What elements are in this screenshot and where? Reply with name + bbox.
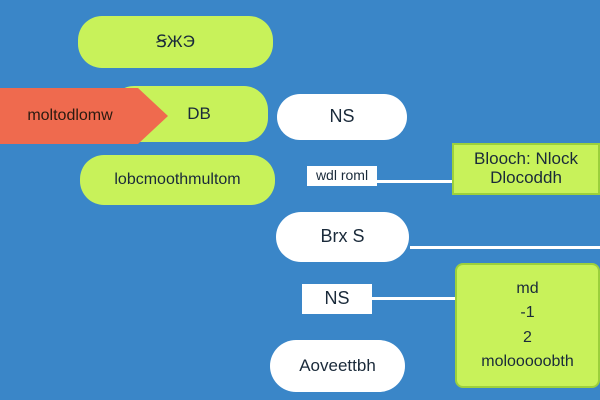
orange-arrow-polygon xyxy=(0,88,168,144)
bottom-oval-label: Aoveettbh xyxy=(299,355,376,375)
stack-box-line2: -1 xyxy=(520,304,535,322)
ns-box: NS xyxy=(302,284,372,314)
ns-box-label: NS xyxy=(324,288,350,309)
orange-arrow-label: moltodlomw xyxy=(27,107,113,124)
stack-box-line4: molooooobth xyxy=(481,353,574,371)
bottom-oval: Aoveettbh xyxy=(270,340,405,392)
wide-green-pill: lobcmoothmultom xyxy=(80,155,275,205)
orange-arrow-shape xyxy=(0,88,168,144)
connector-wood-to-block xyxy=(376,180,454,183)
block-box: Blooch: Nlock Dlocoddh xyxy=(452,143,600,195)
stack-box: md -1 2 molooooobth xyxy=(455,263,600,388)
top-green-pill-label: ꞨЖЭ xyxy=(156,31,195,51)
wood-tag: wdl roml xyxy=(307,166,377,186)
stack-box-line3: 2 xyxy=(523,328,532,346)
block-box-line2: Dlocoddh xyxy=(490,168,562,187)
wide-green-pill-label: lobcmoothmultom xyxy=(114,171,241,189)
connector-ns-to-stack xyxy=(372,297,458,300)
connector-brxs-to-edge xyxy=(410,246,600,249)
brxs-oval: Brx S xyxy=(276,212,409,262)
ns-oval-label: NS xyxy=(329,106,355,127)
mid-green-pill-label: DB xyxy=(187,103,211,123)
ns-oval: NS xyxy=(277,94,407,140)
block-box-line1: Blooch: Nlock xyxy=(474,149,578,169)
brxs-oval-label: Brx S xyxy=(320,226,365,247)
wood-tag-label: wdl roml xyxy=(315,167,369,184)
stack-box-line1: md xyxy=(516,279,539,297)
top-green-pill: ꞨЖЭ xyxy=(78,16,273,68)
